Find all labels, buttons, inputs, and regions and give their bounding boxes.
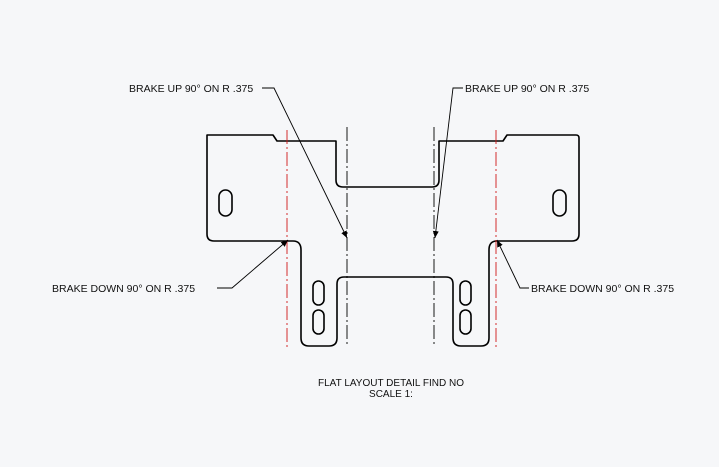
right-flange-slot xyxy=(552,189,567,217)
left-flange-slot xyxy=(218,189,233,217)
caption-scale: SCALE 1: xyxy=(369,389,413,400)
leader-brake-down-left xyxy=(217,239,289,289)
brake-up-right-note: BRAKE UP 90° ON R .375 xyxy=(465,83,589,95)
left-leg-slot-lower xyxy=(312,309,325,335)
sheet-metal-outline xyxy=(206,134,580,347)
right-leg-slot-lower xyxy=(459,309,472,335)
left-leg-slot-upper xyxy=(312,280,325,306)
brake-down-right-note: BRAKE DOWN 90° ON R .375 xyxy=(531,283,674,295)
bend-down-centerlines xyxy=(286,130,497,347)
leader-brake-up-left xyxy=(262,87,348,239)
bend-up-centerlines xyxy=(346,127,435,345)
leader-lines xyxy=(217,87,529,289)
brake-up-left-note: BRAKE UP 90° ON R .375 xyxy=(129,83,253,95)
part-outline xyxy=(206,134,580,347)
right-leg-slot-upper xyxy=(459,280,472,306)
brake-down-left-note: BRAKE DOWN 90° ON R .375 xyxy=(52,283,195,295)
leader-brake-up-right xyxy=(432,87,463,239)
leader-brake-down-right xyxy=(496,239,529,289)
caption-title: FLAT LAYOUT DETAIL FIND NO xyxy=(318,378,464,389)
